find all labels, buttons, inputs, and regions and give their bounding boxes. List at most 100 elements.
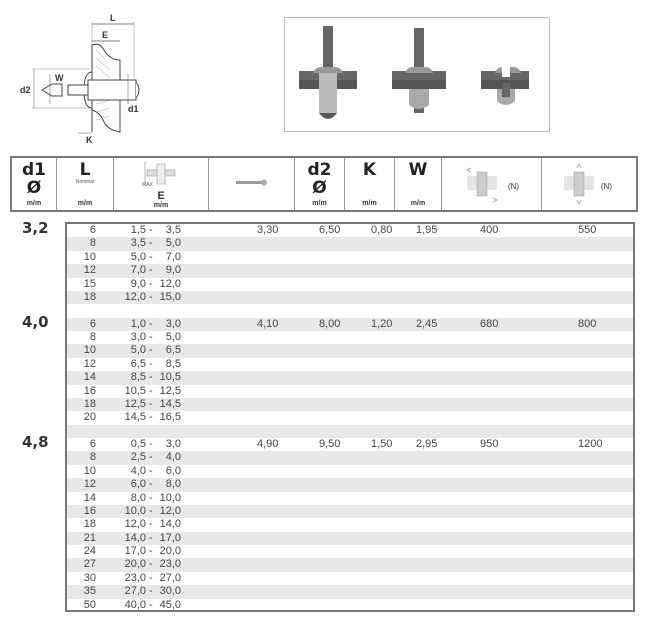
grip-E-min: 4,0 <box>130 464 146 477</box>
grip-E-max: 12,5 <box>159 384 181 397</box>
grip-dash: - <box>149 504 153 517</box>
grip-E-min: 8,5 <box>130 371 146 384</box>
grip-E-max: 8,0 <box>165 478 181 491</box>
grip-dash: - <box>149 531 153 544</box>
grip-E-max: 14,0 <box>159 518 181 531</box>
grip-dash: - <box>149 518 153 531</box>
grip-range-icon <box>144 162 176 185</box>
K-value: 1,20 <box>371 317 393 330</box>
grip-dash: - <box>149 237 153 250</box>
stub-value: 4,10 <box>257 317 279 330</box>
grip-dash: - <box>149 357 153 370</box>
grip-L: 18 <box>83 397 96 410</box>
grip-dash: - <box>149 571 153 584</box>
shear-value: 400 <box>480 224 499 236</box>
K-value: 0,80 <box>371 224 393 236</box>
grip-L: 8 <box>89 451 96 464</box>
grip-E-min: 7,0 <box>130 264 146 277</box>
grip-dash: - <box>149 224 153 236</box>
grip-L: 14 <box>83 371 96 384</box>
grip-L: 12 <box>83 478 96 491</box>
d1-diameter-label: 4,8 <box>22 433 49 452</box>
grip-dash: - <box>149 545 153 557</box>
grip-dash: - <box>149 384 153 397</box>
rivet-dimension-diagram: L E d2 W d1 K <box>20 13 140 145</box>
grip-E-max: 16,5 <box>159 411 181 424</box>
W-value: 2,95 <box>416 438 438 450</box>
grip-L: 16 <box>83 504 96 517</box>
table-row: 21 14,0-17,0 <box>67 531 633 545</box>
grip-E-min: 3,5 <box>130 237 146 250</box>
grip-E-min: 12,0 <box>124 518 146 531</box>
tensile-load-icon <box>564 162 594 206</box>
grip-E-min: 14,0 <box>124 531 146 544</box>
d1-diameter-label: 4,0 <box>22 312 49 331</box>
stub-value: 3,30 <box>257 224 279 236</box>
grip-dash: - <box>149 371 153 384</box>
grip-dash: - <box>149 264 153 277</box>
grip-E-max: 30,0 <box>159 585 181 598</box>
grip-L: 14 <box>83 491 96 504</box>
grip-E-max: 3,0 <box>165 438 181 450</box>
d2-value: 9,50 <box>319 438 341 450</box>
grip-E-max: 45,0 <box>159 598 181 611</box>
grip-E-min: 12,0 <box>124 290 146 303</box>
grip-E-min: 27,0 <box>124 585 146 598</box>
tensile-value: 550 <box>578 224 597 236</box>
mandrel-icon <box>235 179 267 186</box>
grip-dash: - <box>149 317 153 330</box>
grip-dash: - <box>149 397 153 410</box>
grip-L: 6 <box>89 438 96 450</box>
grip-E-min: 20,0 <box>124 558 146 571</box>
grip-dash: - <box>149 491 153 504</box>
d2-value: 6,50 <box>319 224 341 236</box>
grip-L: 6 <box>89 317 96 330</box>
grip-E-max: 5,0 <box>165 331 181 343</box>
grip-dash: - <box>149 411 153 424</box>
grip-E-min: 10,5 <box>124 384 146 397</box>
grip-E-max: 12,0 <box>159 504 181 517</box>
grip-L: 12 <box>83 264 96 277</box>
table-row: 18 12,0-14,0 <box>67 518 633 531</box>
header-mandrel <box>209 158 295 210</box>
grip-L: 18 <box>83 518 96 531</box>
grip-E-max: 12,0 <box>159 277 181 290</box>
grip-E-min: 8,0 <box>130 491 146 504</box>
grip-E-min: 5,0 <box>130 344 146 357</box>
grip-E-max: 17,0 <box>159 531 181 544</box>
grip-E-max: 10,5 <box>159 371 181 384</box>
table-row: 15 9,0-12,0 <box>67 278 633 291</box>
grip-L: 15 <box>83 277 96 290</box>
W-value: 2,45 <box>416 317 438 330</box>
grip-dash: - <box>149 464 153 477</box>
grip-dash: - <box>149 277 153 290</box>
grip-E-min: 1,0 <box>130 317 146 330</box>
grip-E-min: 9,0 <box>130 277 146 290</box>
grip-L: 21 <box>83 531 96 544</box>
table-row: 12 7,0-9,0 <box>67 264 633 278</box>
grip-dash: - <box>149 478 153 491</box>
grip-L: 10 <box>83 250 96 263</box>
grip-E-max: 3,0 <box>165 317 181 330</box>
grip-E-min: 12,5 <box>124 397 146 410</box>
label-d1: d1 <box>128 104 139 114</box>
label-L: L <box>110 13 116 23</box>
group-spacer-row <box>67 424 633 438</box>
grip-E-max: 9,0 <box>165 264 181 277</box>
